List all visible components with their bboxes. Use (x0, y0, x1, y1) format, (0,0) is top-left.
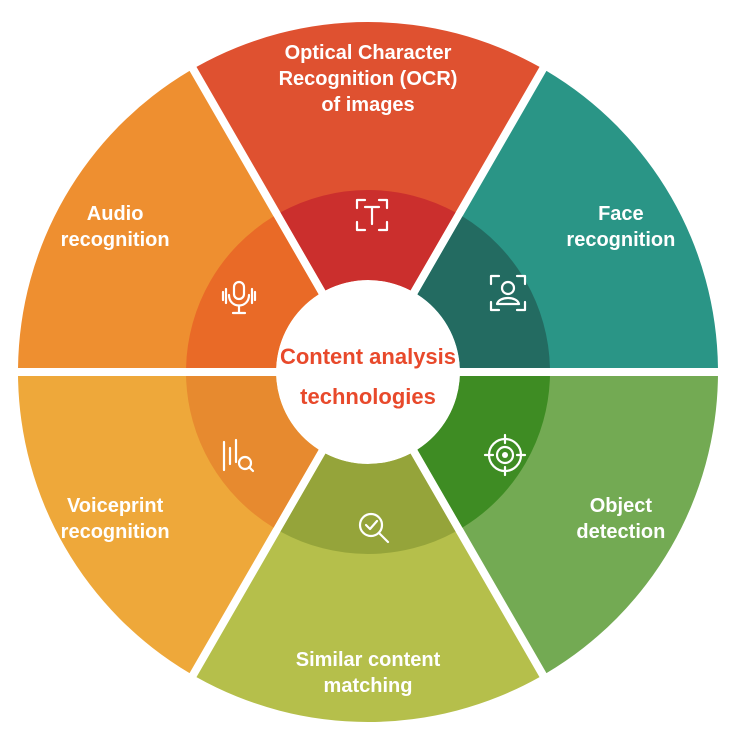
segment-ocr-label-line: of images (321, 94, 414, 116)
segment-face-label-line: Face (598, 203, 644, 225)
segment-ocr (196, 21, 540, 291)
segment-ocr-label-line: Optical Character (285, 42, 452, 64)
target-icon (483, 433, 527, 477)
segment-face-label: Face recognition (566, 203, 675, 251)
segment-object-label-line: detection (576, 521, 665, 543)
segment-voiceprint-label-line: Voiceprint (67, 495, 164, 517)
segment-face-inner (417, 216, 550, 369)
microphone-icon (221, 280, 257, 315)
center-title: Content analysis technologies (280, 344, 456, 409)
segment-voiceprint-label: Voiceprint recognition (61, 495, 170, 543)
segment-object-label: Object detection (576, 495, 665, 543)
segment-ocr-inner (280, 190, 456, 291)
segment-object-inner (417, 375, 550, 528)
center-title-line-2: technologies (300, 384, 436, 409)
text-recognition-icon (355, 198, 389, 232)
segment-audio-label-line: Audio (87, 203, 144, 225)
segment-audio (18, 70, 319, 369)
segment-voiceprint (18, 375, 319, 674)
segment-similar-inner (280, 453, 456, 554)
search-check-icon (358, 512, 390, 544)
segment-similar-label: Similar content matching (296, 649, 441, 697)
segment-face-label-line: recognition (566, 229, 675, 251)
segment-similar-label-line: matching (324, 675, 413, 697)
segment-audio-label-line: recognition (61, 229, 170, 251)
face-scan-icon (489, 274, 527, 312)
segment-voiceprint-inner (186, 375, 319, 528)
segment-voiceprint-label-line: recognition (61, 521, 170, 543)
segment-ocr-label-line: Recognition (OCR) (279, 68, 458, 90)
segment-object (417, 375, 718, 674)
segment-audio-label: Audio recognition (61, 203, 170, 251)
segment-similar (196, 453, 540, 722)
voiceprint-search-icon (222, 438, 255, 473)
segment-object-label-line: Object (590, 495, 653, 517)
segment-similar-label-line: Similar content (296, 649, 441, 671)
segment-face (417, 70, 718, 369)
segment-ocr-outer (196, 21, 540, 291)
center-title-line-1: Content analysis (280, 344, 456, 369)
segment-similar-outer (196, 453, 540, 722)
